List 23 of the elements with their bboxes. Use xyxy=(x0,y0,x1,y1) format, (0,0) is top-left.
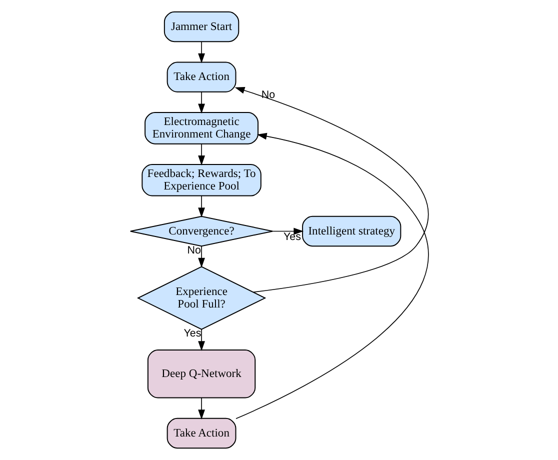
arrow xyxy=(198,329,204,352)
node-box: Take Action xyxy=(166,62,236,92)
arrow xyxy=(198,397,204,420)
node-box: Jammer Start xyxy=(163,11,239,42)
node-box: Intelligent strategy xyxy=(302,216,401,247)
edge-label: Yes xyxy=(183,328,201,340)
arrow xyxy=(234,87,428,293)
arrow xyxy=(198,41,204,64)
arrow xyxy=(198,92,204,114)
arrow xyxy=(198,144,204,166)
node-box: Take Action xyxy=(166,418,236,449)
node-box: Deep Q-Network xyxy=(146,349,256,398)
node-diamond: Convergence? xyxy=(129,216,273,247)
arrow xyxy=(198,246,204,268)
arrow xyxy=(198,195,204,218)
edge-label: No xyxy=(260,89,275,102)
edge-label: Yes xyxy=(283,230,300,243)
arrow xyxy=(272,228,304,235)
node-box: Electromagnetic Environment Change xyxy=(144,112,258,144)
edge-label: No xyxy=(186,244,200,256)
node-diamond: Experience Pool Full? xyxy=(136,266,266,330)
arrow xyxy=(235,132,428,420)
node-box: Feedback; Rewards; To Experience Pool xyxy=(141,164,261,196)
